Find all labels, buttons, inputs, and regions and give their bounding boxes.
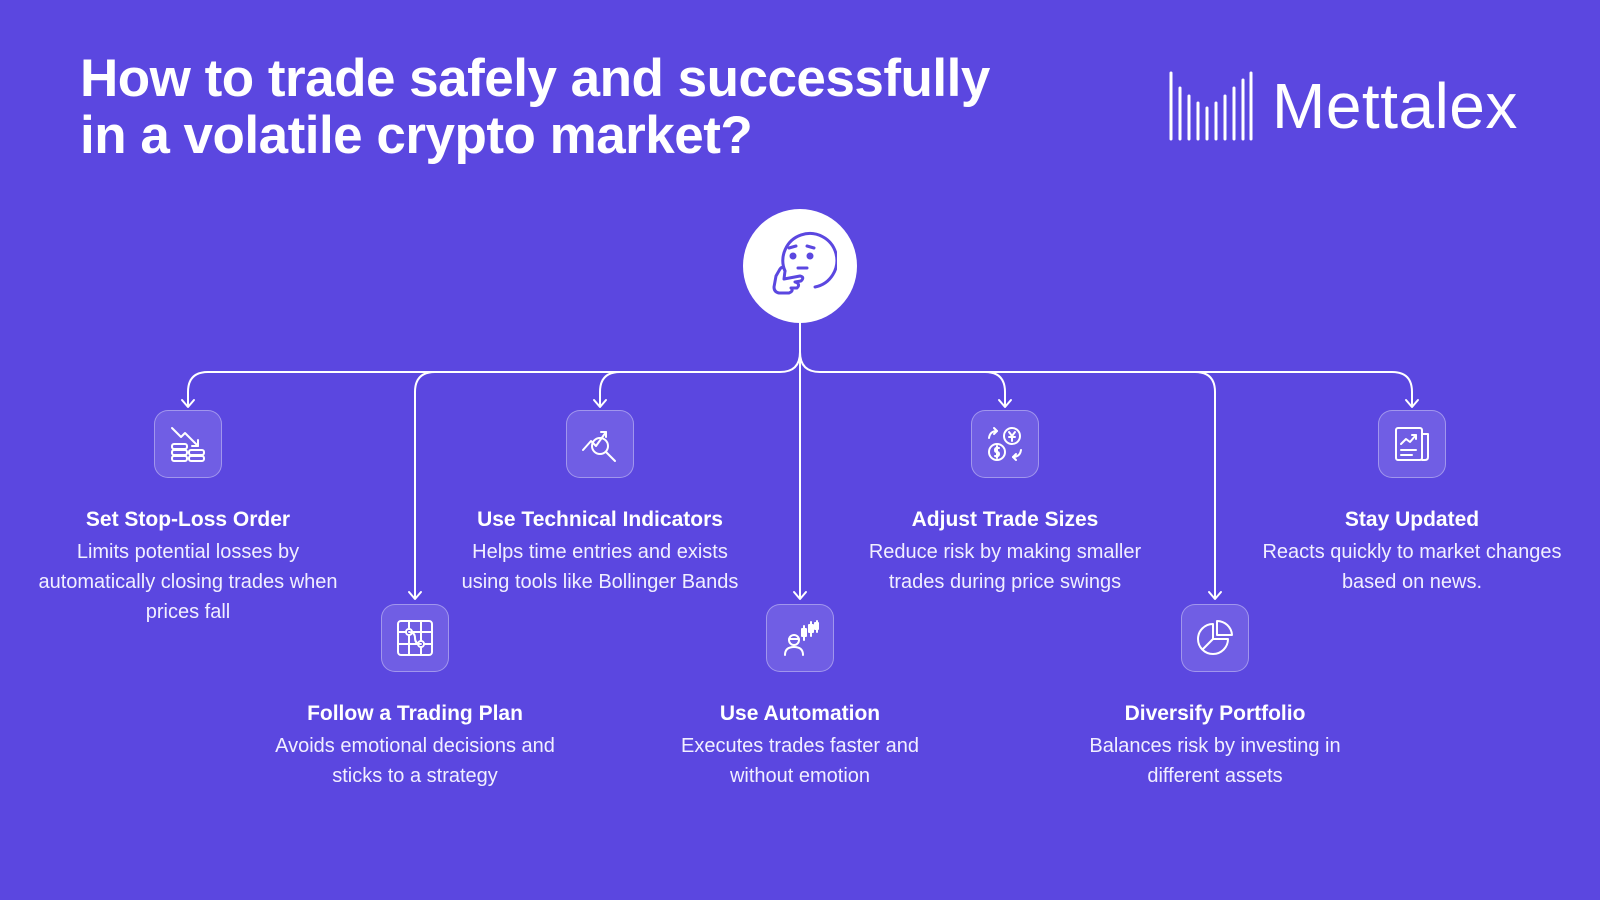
news-report-icon (1395, 427, 1429, 461)
trader-candles-icon (784, 620, 819, 656)
title-line-2: in a volatile crypto market? (80, 106, 753, 165)
thinking-face-icon (772, 232, 837, 295)
diversify-icon-box (1181, 604, 1249, 672)
pie-chart-icon (1197, 619, 1233, 655)
thinking-face-badge (743, 209, 857, 323)
automation-icon-box (766, 604, 834, 672)
stop-loss-icon-box (154, 410, 222, 478)
tip-diversify: Diversify Portfolio Balances risk by inv… (1065, 700, 1365, 791)
tip-title: Use Automation (719, 702, 881, 725)
tip-title: Adjust Trade Sizes (911, 508, 1099, 531)
tip-description: Reduce risk by making smaller trades dur… (868, 541, 1142, 593)
tip-description: Executes trades faster and without emoti… (681, 735, 919, 787)
tip-automation: Use Automation Executes trades faster an… (650, 700, 950, 791)
trade-sizes-icon-box (971, 410, 1039, 478)
tip-description: Reacts quickly to market changes based o… (1262, 541, 1562, 593)
tip-technical-indicators: Use Technical Indicators Helps time entr… (450, 506, 750, 597)
tip-description: Avoids emotional decisions and sticks to… (275, 735, 555, 787)
tip-description: Helps time entries and exists using tool… (461, 541, 739, 593)
tip-title: Follow a Trading Plan (307, 702, 523, 725)
barcode-logo-icon (1169, 71, 1253, 141)
tip-title: Use Technical Indicators (477, 508, 723, 531)
brand-name: Mettalex (1272, 70, 1518, 142)
tip-description: Limits potential losses by automatically… (38, 541, 338, 623)
brand-logo: Mettalex (1168, 70, 1518, 142)
falling-coins-icon (171, 427, 205, 462)
tip-trade-sizes: Adjust Trade Sizes Reduce risk by making… (855, 506, 1155, 597)
tip-title: Diversify Portfolio (1124, 702, 1306, 725)
chart-magnifier-icon (582, 431, 616, 462)
tip-trading-plan: Follow a Trading Plan Avoids emotional d… (265, 700, 565, 791)
page-title: How to trade safely and successfully in … (80, 50, 990, 164)
tip-stay-updated: Stay Updated Reacts quickly to market ch… (1262, 506, 1562, 597)
tip-title: Stay Updated (1344, 508, 1480, 531)
title-line-1: How to trade safely and successfully (80, 49, 990, 108)
tip-title: Set Stop-Loss Order (85, 508, 291, 531)
technical-indicators-icon-box (566, 410, 634, 478)
currency-exchange-icon (988, 427, 1022, 461)
trading-plan-icon-box (381, 604, 449, 672)
tip-stop-loss: Set Stop-Loss Order Limits potential los… (38, 506, 338, 627)
stay-updated-icon-box (1378, 410, 1446, 478)
tip-description: Balances risk by investing in different … (1089, 735, 1341, 787)
plan-grid-icon (397, 620, 433, 656)
